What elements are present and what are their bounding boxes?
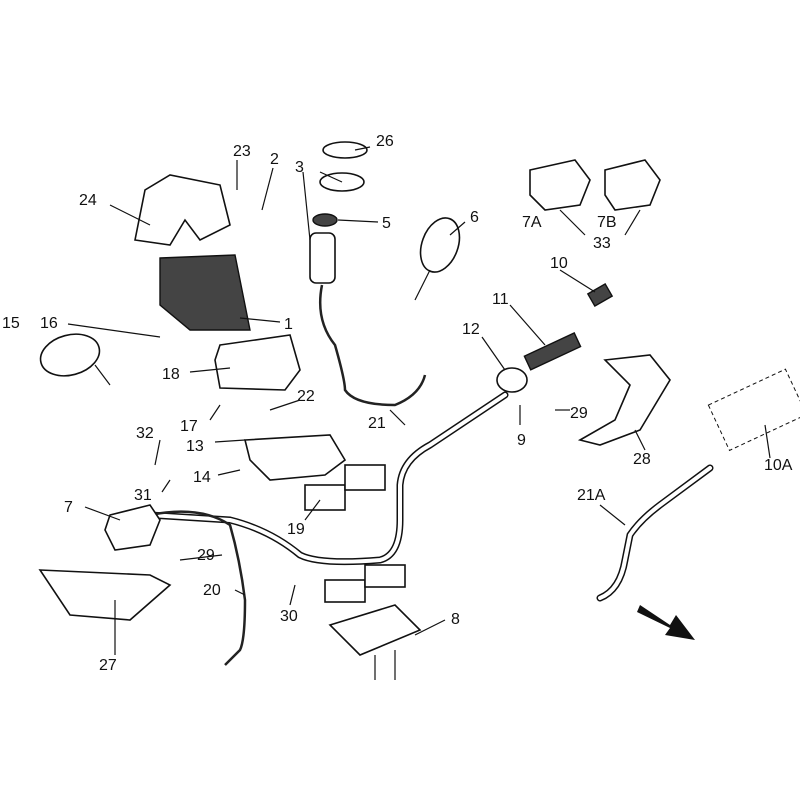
label-10a: 10A [764,457,793,474]
label-15: 15 [2,315,20,332]
label-1: 1 [284,316,293,333]
label-9: 9 [517,432,526,449]
label-26: 26 [376,133,394,150]
label-12: 12 [462,321,480,338]
part-7-switch [104,504,161,551]
label-29: 29 [197,547,215,564]
part-5-ring [312,213,338,227]
part-8-clamp [364,564,406,588]
leader-lines [67,146,771,655]
label-21a: 21A [577,487,606,504]
part-18-box [214,334,301,391]
label-22: 22 [297,388,315,405]
label-11: 11 [492,291,509,308]
label-23: 23 [233,143,251,160]
part-10-weight [586,282,614,308]
part-19-clamp [344,464,386,491]
part-26-cap [322,141,368,159]
label-2: 2 [270,151,279,168]
handlebar-21 [146,391,509,566]
ignition-switch [309,232,336,284]
label-31: 31 [134,487,152,504]
label-20: 20 [203,582,221,599]
part-12-throttle [496,367,528,393]
label-30: 30 [280,608,298,625]
label-8: 8 [451,611,460,628]
handlebar-21a [596,464,714,602]
label-3: 3 [295,159,304,176]
label-7: 7 [64,499,73,516]
label-32: 32 [136,425,154,442]
label-27: 27 [99,657,117,674]
label-13: 13 [186,438,204,455]
label-33: 33 [593,235,611,252]
label-14: 14 [193,469,211,486]
label-19: 19 [287,521,305,538]
label-6: 6 [470,209,479,226]
label-7b: 7B [597,214,617,231]
part-7b-switch [604,159,661,211]
label-5: 5 [382,215,391,232]
label-21: 21 [368,415,386,432]
part-10a-box [707,368,800,452]
label-10: 10 [550,255,568,272]
label-7a: 7A [522,214,542,231]
part-labels: 1 2 3 5 6 7 7A 7B 8 9 10 10A 11 12 13 14… [2,133,793,674]
arrow-icon [637,605,695,640]
part-6-mirror [419,217,461,273]
part-19-clamp [304,484,346,511]
label-28: 28 [633,451,651,468]
label-18: 18 [162,366,180,383]
part-13-bracket [243,434,347,481]
part-24-cowl [134,174,231,246]
part-8-clamp [324,579,366,603]
part-15-mirror [39,333,101,377]
throttle-cable-20 [149,510,247,666]
part-27-handguard [38,569,172,621]
ignition-cable [318,284,427,407]
part-7a-switch [529,159,591,211]
label-17: 17 [180,418,198,435]
label-16: 16 [40,315,58,332]
part-11-grip [523,332,582,371]
label-29: 29 [570,405,588,422]
part-8-plate [328,604,422,656]
label-24: 24 [79,192,97,209]
part-28-handguard [577,354,671,446]
part-1-cover [159,254,251,331]
